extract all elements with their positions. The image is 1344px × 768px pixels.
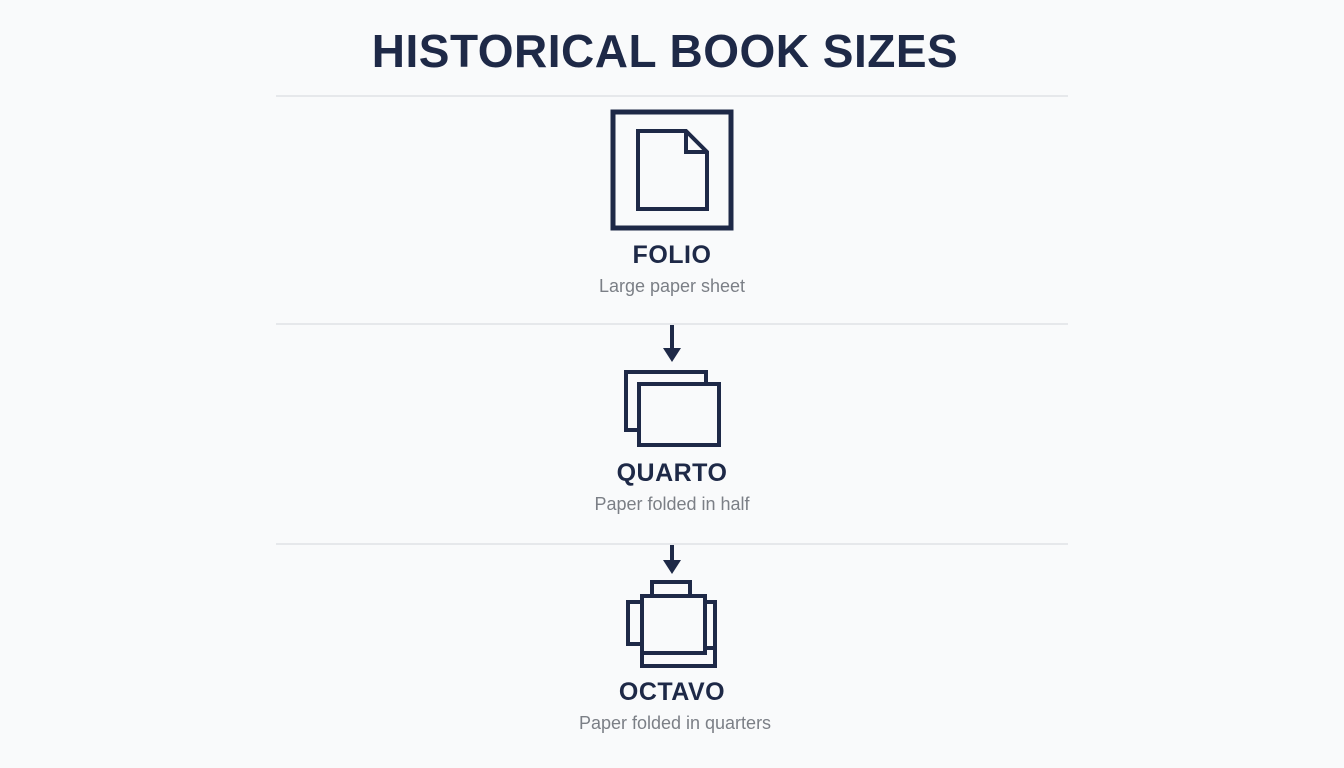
quarto-fold-icon (624, 370, 721, 447)
down-arrow-icon (663, 325, 681, 362)
octavo-fold-icon (626, 580, 717, 668)
size-name-folio: FOLIO (632, 241, 712, 269)
page-title: HISTORICAL BOOK SIZES (371, 25, 959, 77)
size-desc-folio: Large paper sheet (598, 276, 746, 296)
size-name-quarto: QUARTO (616, 459, 728, 487)
divider-middle (276, 323, 1068, 325)
size-name-octavo: OCTAVO (618, 678, 726, 706)
down-arrow-icon (663, 545, 681, 574)
size-desc-octavo: Paper folded in quarters (578, 713, 772, 733)
size-desc-quarto: Paper folded in half (594, 494, 750, 514)
divider-bottom (276, 543, 1068, 545)
folio-sheet-icon (610, 109, 734, 231)
divider-top (276, 95, 1068, 97)
